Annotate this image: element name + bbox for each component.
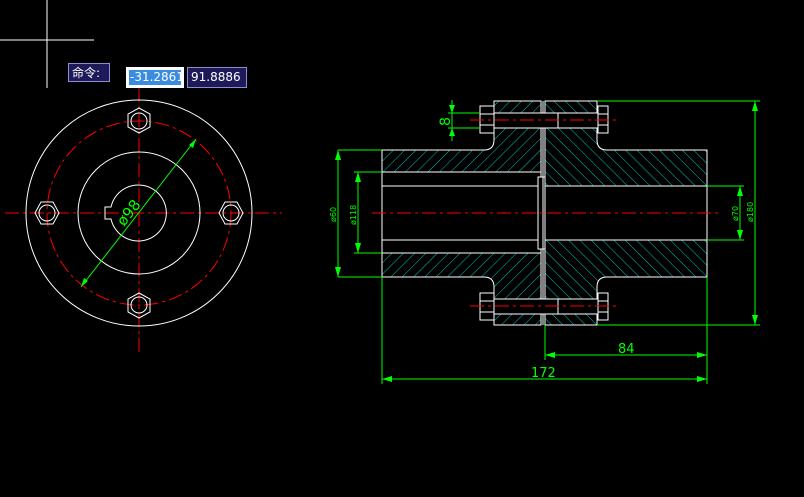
dimension-arrows <box>335 101 758 382</box>
dim-bore-dia: ø98 <box>113 196 145 229</box>
coordinate-x-input[interactable]: -31.2861 <box>126 67 184 88</box>
dim-shaft-dia-left: ø60 <box>329 207 338 222</box>
dim-total-length: 172 <box>531 366 556 381</box>
hub-circle <box>77 151 201 275</box>
bolt-circle <box>46 120 232 306</box>
bore-with-keyway <box>104 184 167 242</box>
command-prompt-label: 命令: <box>68 63 110 82</box>
outer-flange-circle <box>25 99 253 327</box>
coordinate-y-input[interactable]: 91.8886 <box>187 67 247 88</box>
dim-half-length: 84 <box>618 342 635 357</box>
flange-end-view: ø98 <box>5 88 282 355</box>
bolt-hexagons <box>34 107 244 319</box>
dimension-texts: 8 ø60 ø118 ø70 ø180 84 172 <box>329 117 755 381</box>
dim-bore-left: ø118 <box>349 205 358 225</box>
coordinate-x-value: -31.2861 <box>129 70 184 85</box>
dim-bolt-dia: 8 <box>438 117 454 126</box>
diameter-dim-line <box>80 138 197 288</box>
section-centerlines <box>372 119 720 307</box>
dim-outer-dia: ø180 <box>746 202 755 222</box>
coupling-section-view: 8 ø60 ø118 ø70 ø180 84 172 <box>329 100 760 384</box>
crosshair-cursor <box>0 0 94 88</box>
dim-shaft-dia-right: ø70 <box>731 206 740 221</box>
